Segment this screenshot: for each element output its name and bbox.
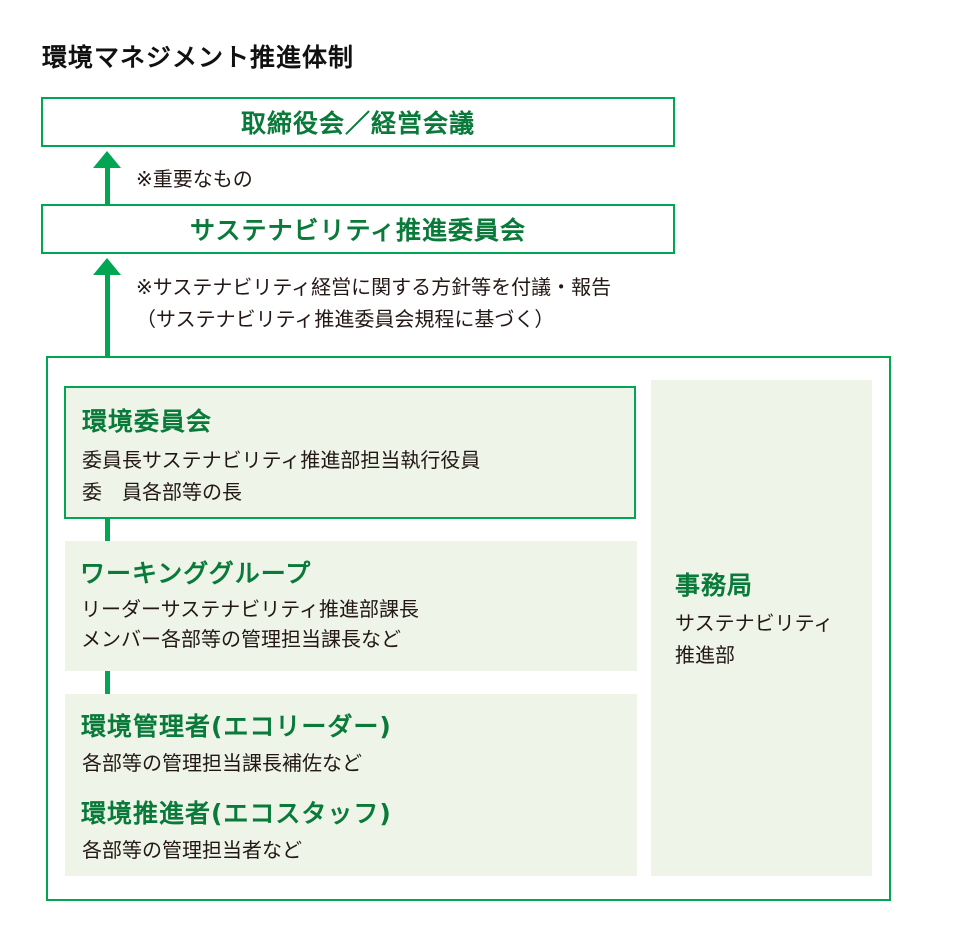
members-label: 委 員	[82, 480, 142, 504]
up-arrow-icon	[93, 151, 121, 204]
committee-label: サステナビリティ推進委員会	[189, 216, 526, 245]
env-committee-chair-row: 委員長サステナビリティ推進部担当執行役員	[82, 443, 480, 477]
secretariat-title: 事務局	[675, 571, 754, 600]
env-committee-box: 環境委員会 委員長サステナビリティ推進部担当執行役員 委 員各部等の長	[64, 386, 636, 519]
board-box: 取締役会／経営会議	[41, 97, 675, 147]
chair-value: サステナビリティ推進部担当執行役員	[142, 448, 481, 472]
secretariat-box: 事務局 サステナビリティ 推進部	[651, 380, 872, 876]
eco-staff-title: 環境推進者(エコスタッフ)	[81, 799, 392, 828]
secretariat-line2: 推進部	[675, 643, 735, 667]
member-value: 各部等の管理担当課長など	[161, 627, 401, 651]
env-committee-title: 環境委員会	[82, 407, 213, 436]
eco-staff-desc: 各部等の管理担当者など	[82, 838, 302, 862]
eco-roles-box: 環境管理者(エコリーダー) 各部等の管理担当課長補佐など 環境推進者(エコスタッ…	[65, 694, 637, 876]
sustainability-committee-box: サステナビリティ推進委員会	[41, 204, 675, 254]
note-report-line2: （サステナビリティ推進委員会規程に基づく）	[136, 307, 555, 331]
eco-leader-desc: 各部等の管理担当課長補佐など	[82, 751, 362, 775]
chair-label: 委員長	[82, 448, 142, 472]
secretariat-line1: サステナビリティ	[675, 611, 834, 635]
arrow-stem	[104, 275, 110, 357]
env-committee-members-row: 委 員各部等の長	[82, 475, 242, 509]
board-label: 取締役会／経営会議	[240, 109, 475, 138]
arrow-head	[93, 258, 121, 275]
eco-leader-title: 環境管理者(エコリーダー)	[81, 712, 392, 741]
working-group-leader-row: リーダーサステナビリティ推進部課長	[81, 592, 419, 626]
member-label: メンバー	[81, 627, 161, 651]
working-group-title: ワーキンググループ	[80, 559, 312, 588]
page-title: 環境マネジメント推進体制	[42, 43, 355, 72]
arrow-head	[93, 151, 121, 168]
connector-line	[105, 670, 110, 696]
connector-line	[105, 518, 110, 544]
members-value: 各部等の長	[142, 480, 242, 504]
leader-label: リーダー	[81, 597, 161, 621]
working-group-box: ワーキンググループ リーダーサステナビリティ推進部課長 メンバー各部等の管理担当…	[65, 541, 637, 671]
leader-value: サステナビリティ推進部課長	[160, 597, 420, 621]
arrow-stem	[104, 168, 110, 204]
up-arrow-icon	[93, 258, 121, 357]
note-important: ※重要なもの	[136, 167, 253, 191]
note-report-line1: ※サステナビリティ経営に関する方針等を付議・報告	[136, 275, 612, 299]
working-group-member-row: メンバー各部等の管理担当課長など	[81, 622, 401, 656]
